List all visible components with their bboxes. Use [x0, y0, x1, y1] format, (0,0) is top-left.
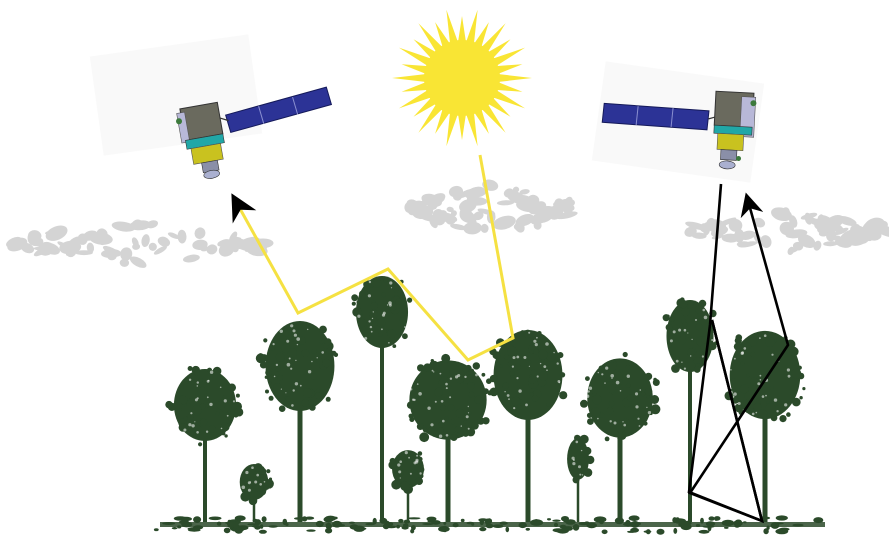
tree-icon [567, 434, 595, 522]
passive-satellite-icon [89, 34, 333, 179]
tree-icon [239, 463, 274, 522]
active-satellite-icon [591, 61, 765, 183]
tree-icon [724, 330, 806, 522]
tree-icon [486, 329, 568, 522]
tree-icon [388, 450, 425, 522]
cloud-icon [6, 219, 274, 268]
tree-icon [165, 365, 244, 522]
active-pulse-return [688, 192, 790, 524]
active-sensor-path [687, 183, 790, 524]
tree-icon [662, 297, 718, 522]
tree-icon [406, 353, 493, 522]
clouds [6, 179, 889, 268]
tree-icon [255, 321, 339, 522]
cloud-icon [684, 207, 889, 255]
cloud-icon [404, 179, 578, 235]
ground [153, 515, 825, 535]
tree-icon [351, 276, 413, 522]
sun-icon [392, 9, 532, 147]
forest [165, 276, 806, 522]
reflected-sunlight-path [231, 154, 515, 362]
tree-icon [580, 351, 661, 522]
